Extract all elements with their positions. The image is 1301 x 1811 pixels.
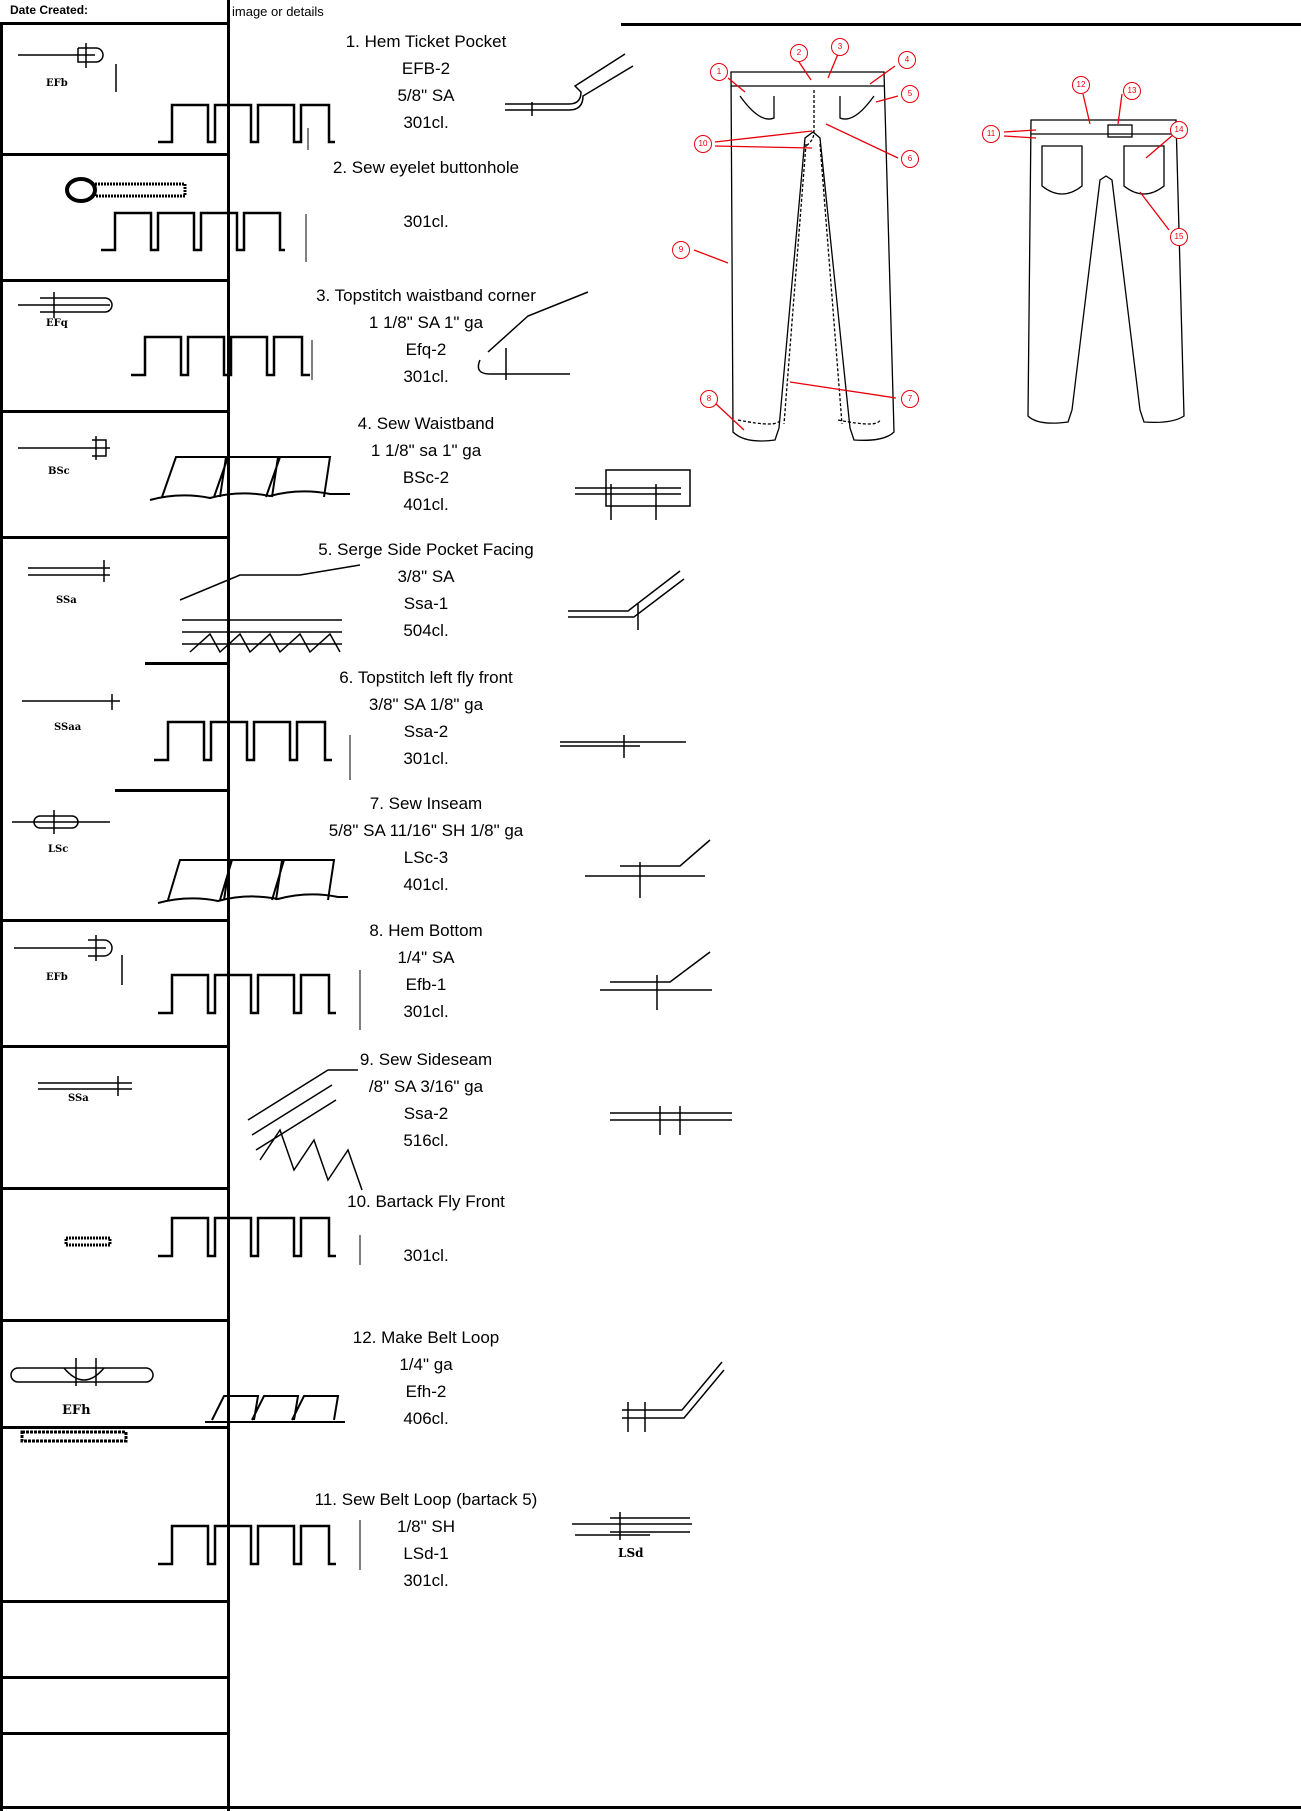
callout-leaders [693,53,1175,431]
callout-14: 14 [1170,121,1188,139]
row-separator [115,789,230,792]
step-10: 10. Bartack Fly Front 301cl. [347,1192,505,1265]
stitch-class-code: SSaa [54,722,82,733]
overlock [179,564,363,1191]
row-separator [0,919,230,922]
callout-2: 2 [790,44,808,62]
callout-11: 11 [982,125,1000,143]
row-separator [0,279,230,282]
step-2: 2. Sew eyelet buttonhole 301cl. [332,158,520,231]
callout-3: 3 [831,38,849,56]
stitch-loops [101,103,336,1566]
callout-9: 9 [672,241,690,259]
stitch-class-code: EFb [46,78,68,89]
row-separator [0,1600,230,1603]
left-border [0,22,3,1811]
chainstitch [149,456,350,1423]
row-separator [0,536,230,539]
stitch-class-code: BSc [48,466,70,477]
stitch-class-code: EFq [46,318,68,329]
bartack [64,1236,112,1247]
seam-fold [77,47,104,63]
row-separator [0,1676,230,1679]
row-separator [0,1045,230,1048]
callout-6: 6 [901,150,919,168]
row-separator [0,153,230,156]
front-jeans-view [730,71,895,442]
header-rule [621,23,1301,26]
row-separator [0,22,230,25]
callout-1: 1 [710,63,728,81]
row-separator [145,662,230,665]
row-separator [0,1426,230,1429]
callout-13: 13 [1123,82,1141,100]
callout-15: 15 [1170,228,1188,246]
row-separator [0,1319,230,1322]
bartack [20,1430,128,1443]
details-column-label: image or details [232,4,324,19]
row-separator [0,1187,230,1190]
stitch-class-code: SSa [56,595,77,606]
row-separator [0,1732,230,1735]
row-separator [0,410,230,413]
back-jeans-view [1027,119,1185,424]
stitch-class-code: SSa [68,1093,89,1104]
column-divider [227,0,230,1811]
callout-12: 12 [1072,76,1090,94]
stitch-class-code: LSc [48,844,69,855]
callout-10: 10 [694,135,712,153]
callout-5: 5 [901,85,919,103]
stitch-class-code: EFh [62,1403,91,1418]
callout-7: 7 [901,390,919,408]
callout-4: 4 [898,51,916,69]
seam-cross-sections [477,53,732,1432]
callout-8: 8 [700,390,718,408]
stitch-class-code: EFb [46,972,68,983]
stitch-class-code: LSd [618,1546,644,1560]
bottom-border [0,1806,1301,1809]
date-created-label: Date Created: [10,3,89,17]
